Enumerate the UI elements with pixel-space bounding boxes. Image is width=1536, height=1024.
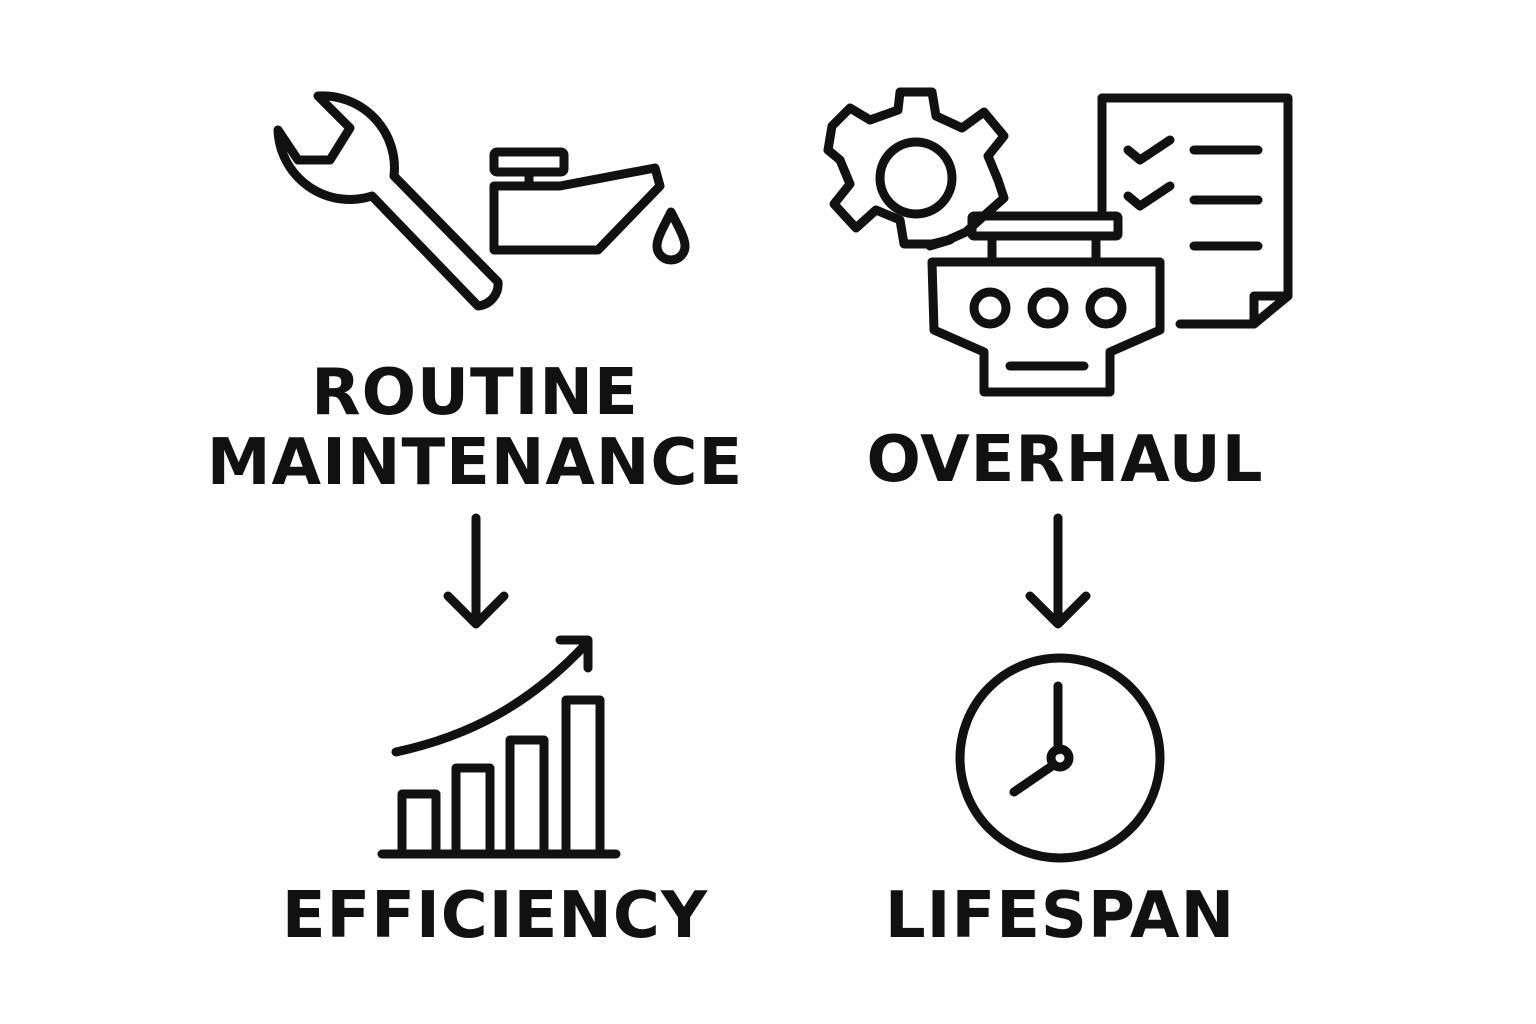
node-overhaul-label: OVERHAUL [866, 423, 1264, 497]
node-routine-maintenance-label: ROUTINE MAINTENANCE [200, 358, 750, 498]
routine-label-line1: ROUTINE [311, 356, 639, 430]
checklist-icon [1097, 93, 1293, 329]
arrow-overhaul-to-lifespan [1025, 513, 1091, 629]
oil-drop-icon [652, 207, 690, 265]
node-efficiency-label: EFFICIENCY [281, 879, 709, 953]
routine-label-line2: MAINTENANCE [206, 426, 744, 500]
clock-icon [955, 653, 1165, 863]
arrow-routine-to-efficiency [443, 513, 509, 629]
wrench-icon [273, 91, 503, 311]
oil-can-icon [489, 147, 665, 255]
node-lifespan-label: LIFESPAN [884, 879, 1236, 953]
rising-bar-chart-icon [377, 635, 621, 859]
gear-icon [823, 87, 1009, 249]
engine-icon [925, 211, 1165, 397]
